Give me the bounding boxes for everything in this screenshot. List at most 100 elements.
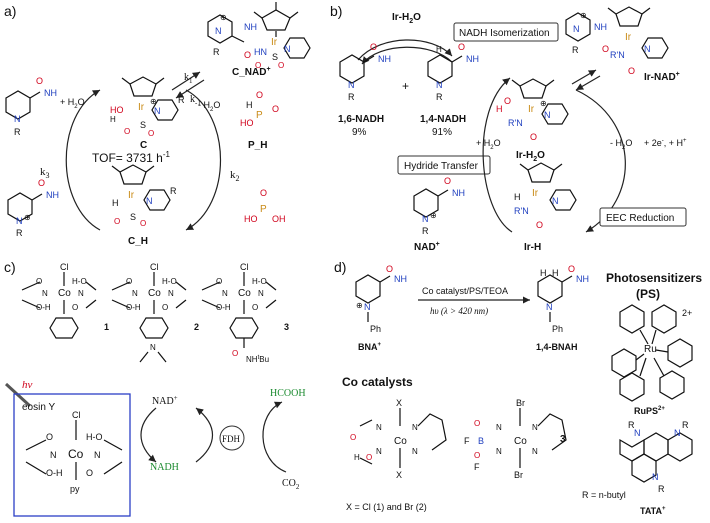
svg-text:O: O <box>244 50 251 60</box>
svg-text:NH: NH <box>378 54 391 64</box>
svg-text:Ir: Ir <box>532 188 539 199</box>
svg-text:N: N <box>146 196 153 206</box>
co2-label: CO2 <box>282 478 300 491</box>
svg-text:R'N: R'N <box>514 206 529 216</box>
svg-text:⊕: ⊕ <box>540 99 547 108</box>
svg-text:O: O <box>386 264 393 274</box>
svg-text:⊕: ⊕ <box>24 213 31 222</box>
svg-text:O: O <box>252 303 258 312</box>
svg-text:R: R <box>628 420 635 430</box>
svg-text:2: 2 <box>194 322 199 332</box>
svg-text:O: O <box>255 61 261 70</box>
panel-a-label: a) <box>4 3 16 19</box>
cobaloxime-box: Cl Co O H-O N N O-H O py <box>25 410 123 494</box>
svg-text:F: F <box>464 436 470 446</box>
svg-text:1: 1 <box>104 322 109 332</box>
tof-label: TOF= 3731 h-1 <box>92 150 170 165</box>
cobaloxime-2: Cl Co O H-O N N O-H O N 2 <box>111 262 199 363</box>
svg-text:N: N <box>436 80 443 90</box>
svg-text:O: O <box>602 44 609 54</box>
svg-text:Co: Co <box>514 436 527 447</box>
svg-text:N: N <box>94 450 101 460</box>
svg-text:NH: NH <box>576 274 589 284</box>
svg-text:NH: NH <box>46 190 59 200</box>
svg-text:N: N <box>215 26 222 36</box>
ir-h2o-label: Ir-H2O <box>516 150 545 163</box>
rups-label: RuPS2+ <box>634 406 665 416</box>
svg-text:S: S <box>130 212 136 222</box>
svg-text:R: R <box>422 226 429 236</box>
svg-text:N: N <box>42 289 48 298</box>
svg-text:H: H <box>496 104 503 114</box>
svg-text:OH: OH <box>272 214 286 224</box>
svg-text:O: O <box>628 66 635 76</box>
svg-text:HO: HO <box>110 105 124 115</box>
nad-reduction-arrow <box>140 407 157 463</box>
svg-text:B: B <box>478 436 484 446</box>
eosin-box <box>13 393 131 517</box>
bnah-label: 1,4-BNAH <box>536 342 578 352</box>
panel-b-label: b) <box>330 3 342 19</box>
svg-text:N: N <box>168 289 174 298</box>
svg-text:O: O <box>568 264 575 274</box>
c-h-label: C_H <box>128 236 148 247</box>
svg-text:H-O: H-O <box>162 277 177 286</box>
ir-nad-label: Ir-NAD+ <box>644 71 680 83</box>
svg-text:R'N: R'N <box>610 50 625 60</box>
svg-text:O: O <box>232 349 238 358</box>
k3-arrow: k3 + H2O <box>40 89 101 231</box>
k2-arrow: k2 - H2O <box>185 89 240 231</box>
svg-text:NH: NH <box>44 88 57 98</box>
svg-text:+: + <box>402 79 409 93</box>
ir-h2o-top: Ir-H2O <box>392 12 421 25</box>
svg-text:⊕: ⊕ <box>150 97 157 106</box>
svg-text:- H2O: - H2O <box>198 100 220 113</box>
nad-b-label: NAD+ <box>414 241 440 253</box>
svg-text:O-H: O-H <box>216 303 231 312</box>
co-catalyst-1-2: X Co N N N N O H O X X = Cl (1) and Br (… <box>346 398 447 512</box>
svg-text:N: N <box>376 447 382 456</box>
nadh14-pct: 91% <box>432 127 452 138</box>
svg-text:N: N <box>412 423 418 432</box>
bna-label: BNA+ <box>358 342 382 352</box>
svg-text:R: R <box>572 45 579 55</box>
svg-text:H-O: H-O <box>86 432 103 442</box>
panel-b: b) Ir-H2O NADH Isomerization O NH N R 1,… <box>330 3 687 253</box>
svg-text:O: O <box>38 178 45 188</box>
svg-text:N: N <box>50 450 57 460</box>
svg-text:N: N <box>14 114 21 124</box>
p-h-molecule: H P O O HO P_H <box>240 90 279 151</box>
svg-text:N: N <box>154 106 161 116</box>
fdh-circle <box>219 425 245 451</box>
svg-text:O: O <box>366 453 372 462</box>
svg-text:Ph: Ph <box>552 324 563 334</box>
svg-text:k3: k3 <box>40 166 50 180</box>
svg-text:N: N <box>546 302 553 312</box>
svg-text:NH: NH <box>594 22 607 32</box>
svg-text:3: 3 <box>560 434 566 445</box>
rups-molecule: Ru 2+ RuPS2+ <box>611 304 693 416</box>
svg-text:N: N <box>132 289 138 298</box>
svg-text:O-H: O-H <box>126 303 141 312</box>
svg-text:HN: HN <box>254 47 267 57</box>
hydride-transfer-text: Hydride Transfer <box>404 161 479 172</box>
svg-text:O: O <box>126 277 132 286</box>
svg-text:NH: NH <box>394 274 407 284</box>
svg-text:O: O <box>86 468 93 478</box>
rups-charge: 2+ <box>682 308 692 318</box>
svg-text:N: N <box>348 80 355 90</box>
svg-text:H: H <box>110 115 116 124</box>
eec-reduction-text: EEC Reduction <box>606 213 674 224</box>
c-nad-complex: Ir N ⊕ R NH O HN S N O O C_NAD+ <box>207 2 311 78</box>
svg-text:O: O <box>124 127 130 136</box>
k1-equilibrium: k1 k-1 <box>171 71 205 107</box>
photosensitizers-title: Photosensitizers <box>606 271 702 285</box>
svg-text:N: N <box>284 44 291 54</box>
nadh-left: N R O NH <box>5 76 57 137</box>
svg-text:Cl: Cl <box>240 262 249 272</box>
svg-text:Ph: Ph <box>370 324 381 334</box>
nad-left: N ⊕ R O NH <box>7 178 59 238</box>
svg-text:O: O <box>140 219 146 228</box>
c-complex: Ir ⊕ HO H N R S O O C <box>110 76 185 151</box>
